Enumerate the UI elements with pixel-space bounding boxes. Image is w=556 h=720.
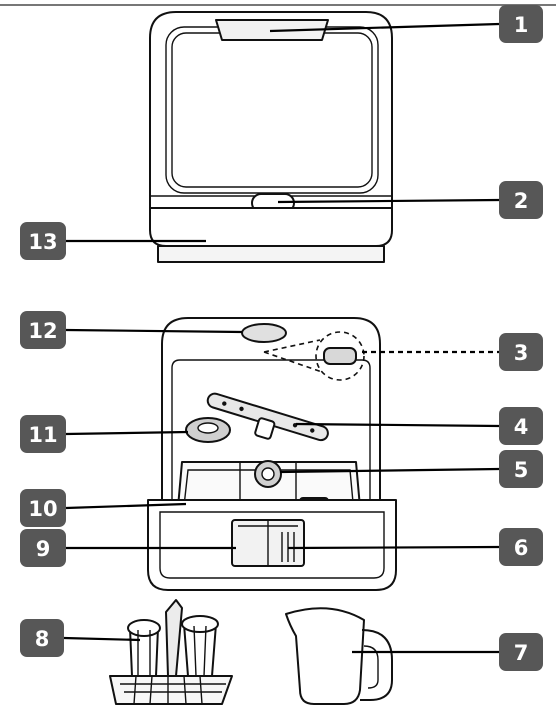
callout-10-label: 10 [28,497,57,521]
callout-8-label: 8 [35,627,50,651]
callout-8: 8 [20,619,64,657]
callout-9: 9 [20,529,66,567]
measuring-jug [286,608,392,704]
cutlery-basket [110,600,232,704]
callout-13: 13 [20,222,66,260]
callout-2: 2 [499,181,543,219]
callout-2-label: 2 [514,189,529,213]
callout-4: 4 [499,407,543,445]
filter-part [186,418,230,442]
callout-6: 6 [499,528,543,566]
callout-3: 3 [499,333,543,371]
callout-1: 1 [499,5,543,43]
leader-8 [64,638,140,640]
callout-1-label: 1 [514,13,529,37]
callout-11-label: 11 [28,423,57,447]
dishwasher-closed [150,12,392,262]
callout-5: 5 [499,450,543,488]
callout-11: 11 [20,415,66,453]
callout-13-label: 13 [28,230,57,254]
callout-4-label: 4 [514,415,529,439]
callout-5-label: 5 [514,458,529,482]
callout-7: 7 [499,633,543,671]
callout-9-label: 9 [36,537,51,561]
leader-6 [288,547,499,548]
callout-7-label: 7 [514,641,529,665]
dishwasher-open [148,318,396,590]
callout-12-label: 12 [28,319,57,343]
callout-3-label: 3 [514,341,529,365]
callout-10: 10 [20,489,66,527]
callout-6-label: 6 [514,536,529,560]
callout-12: 12 [20,311,66,349]
